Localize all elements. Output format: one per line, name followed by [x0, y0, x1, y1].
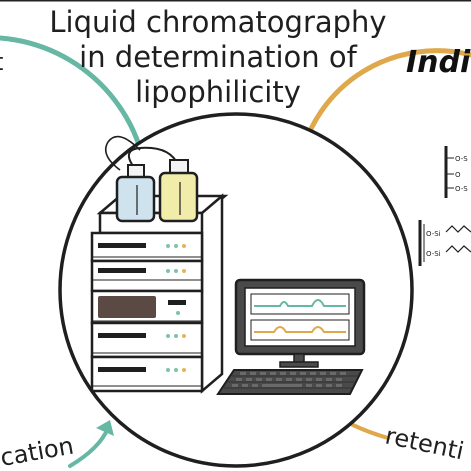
chem-label-o-mid: O — [455, 171, 461, 179]
module-2 — [90, 259, 204, 293]
module-4 — [90, 321, 204, 359]
bottom-left-arrowhead — [96, 420, 114, 436]
chromatogram-trace-gold — [254, 326, 346, 333]
hplc-instrument — [90, 135, 229, 394]
monitor — [234, 278, 366, 368]
chromatogram-panel-top — [250, 293, 350, 315]
chem-label-si-top: O-Si — [426, 230, 441, 238]
title-line-2: in determination of — [79, 40, 357, 74]
chromatogram-panel-bottom — [250, 319, 350, 341]
stationary-phase-structure-1: O-S O O-S — [444, 146, 468, 198]
left-teal-arc — [0, 35, 143, 151]
right-heading-text: Indi — [406, 45, 471, 80]
stack-side — [200, 193, 224, 394]
chem-label-os-bot: O-S — [455, 185, 468, 193]
solvent-bottle-yellow — [158, 159, 199, 223]
chem-label-os-top: O-S — [455, 155, 468, 163]
monitor-base — [279, 361, 319, 368]
bottom-left-label: cation — [0, 432, 76, 471]
chem-label-si-bot: O-Si — [426, 250, 441, 258]
module-5 — [90, 355, 204, 393]
bottom-right-label: retenti — [383, 421, 467, 465]
module-3 — [90, 289, 204, 325]
stationary-phase-structure-2: O-Si O-Si — [418, 220, 471, 266]
title-line-1: Liquid chromatography — [49, 5, 386, 39]
left-fragment-text: t — [0, 48, 3, 76]
keyboard — [216, 369, 364, 395]
tubing — [128, 146, 179, 171]
title-line-3: lipophilicity — [135, 75, 301, 109]
bottom-left-arrow — [68, 426, 110, 468]
chromatogram-trace-teal — [254, 299, 346, 307]
tubing-2 — [104, 135, 141, 171]
solvent-bottle-blue — [115, 164, 156, 223]
module-1 — [90, 231, 204, 263]
